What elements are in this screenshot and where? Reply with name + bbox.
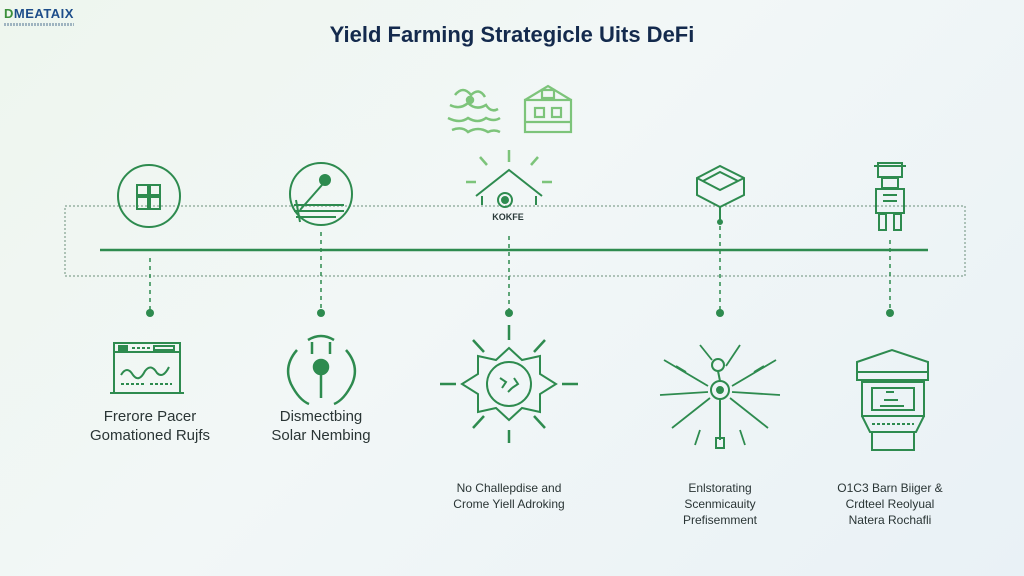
brand-logo: DMEATAIX (4, 6, 74, 26)
step-4-label: Enlstorating Scenmicauity Prefisemment (682, 481, 758, 527)
step-1-label: Frerore Pacer Gomationed Rujfs (89, 408, 211, 444)
page-title: Yield Farming Strategicle Uits DeFi (329, 22, 695, 47)
grid-badge-icon (117, 164, 181, 228)
timeline-frame (64, 205, 966, 277)
step-2-label: Dismectbing Solar Nembing (271, 408, 371, 444)
radiant-flower-icon (440, 325, 578, 443)
leaf-board-icon (289, 162, 353, 226)
robot-figure-icon (874, 162, 906, 231)
octopus-plant-icon (447, 88, 501, 134)
house-icon (466, 150, 552, 208)
pipe-connection-icon (286, 334, 357, 406)
vault-cabinet-icon (856, 348, 929, 451)
house-label: KOKFE (492, 212, 524, 222)
box-icon (696, 164, 745, 225)
logo-text: DMEATAIX (4, 6, 74, 21)
connector-dots (146, 309, 894, 317)
step-5-label: O1C3 Barn Biiger & Crdteel Reolyual Nate… (837, 481, 943, 527)
sunburst-network-icon (659, 344, 781, 449)
document-chart-icon (110, 342, 184, 394)
building-icon (523, 84, 573, 134)
connectors (149, 226, 891, 310)
logo-tagline-graphic (4, 23, 74, 26)
step-3-label: No Challepdise and Crome Yiell Adroking (453, 481, 565, 511)
